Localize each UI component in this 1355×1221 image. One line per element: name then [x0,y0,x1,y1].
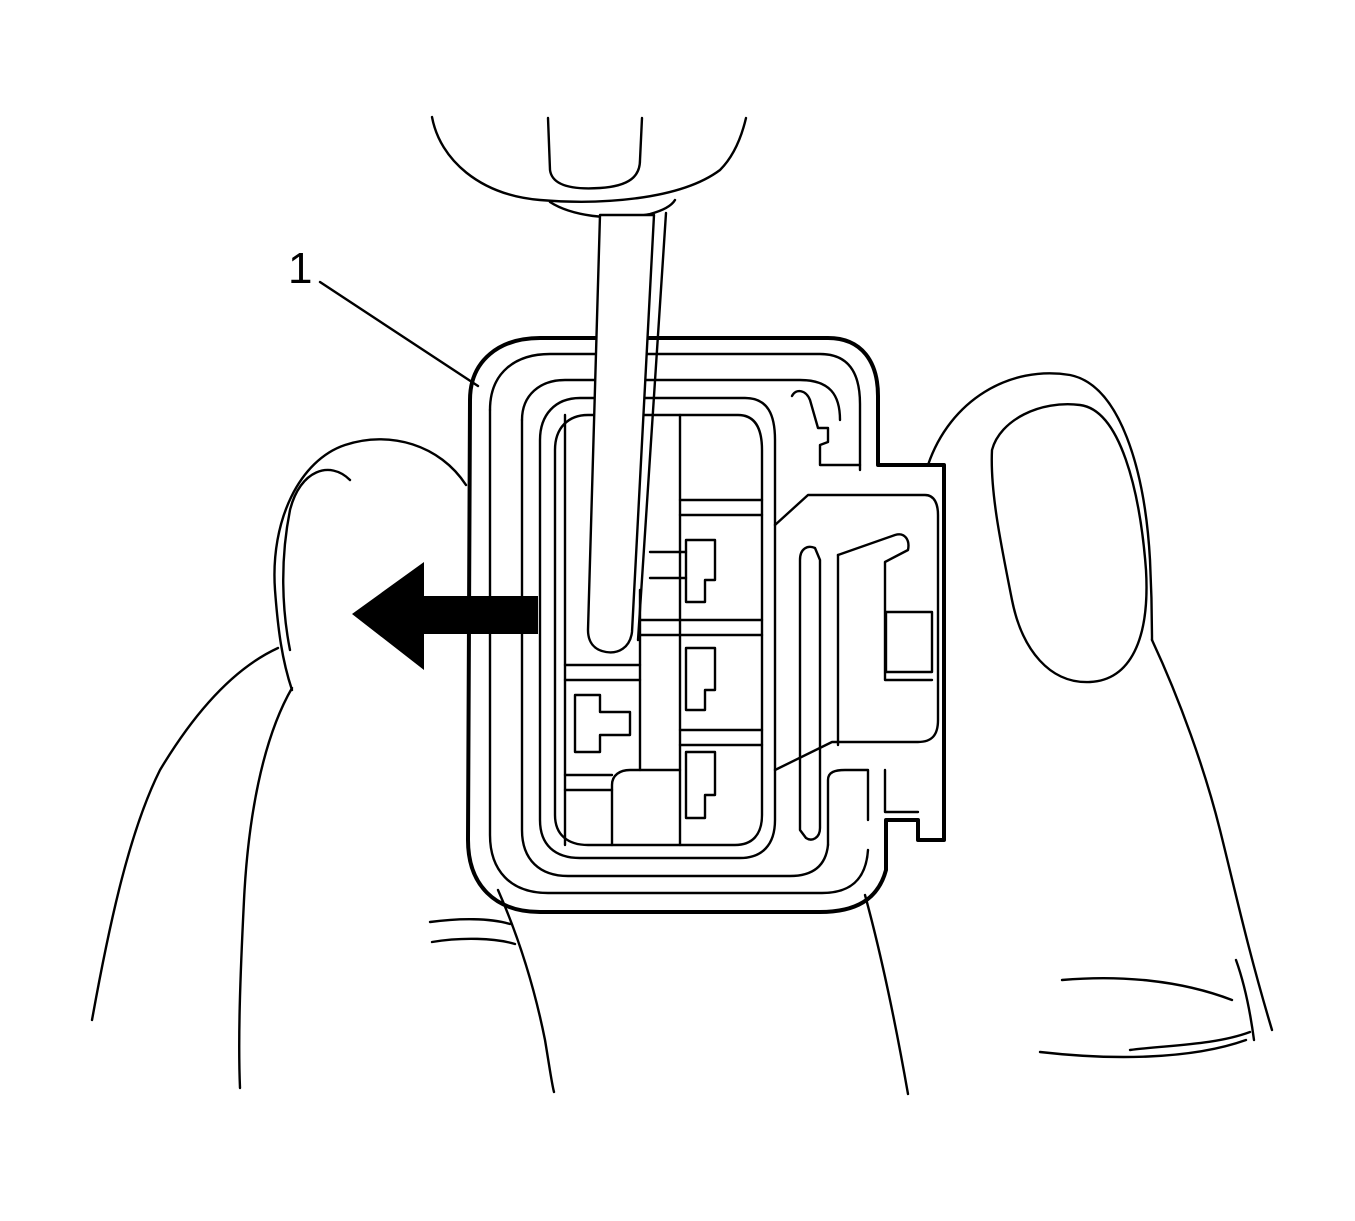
left-finger-crease-2 [430,937,517,946]
lock-tab-upper-notch [790,389,862,467]
side-lock-tab [773,389,940,847]
pick-tool-shaft [586,213,656,654]
callout-leader-line [318,280,480,388]
release-pick-tool [586,211,668,654]
connector-inner-rim [488,352,862,472]
top-finger [430,115,748,219]
right-thumb-outline [926,372,1154,642]
left-thumb-outline [273,438,468,692]
terminal-latch-left [573,693,632,754]
connector-inner-rim-left [488,408,870,895]
terminal-latch-1-stem [648,550,688,580]
top-finger-outline [430,115,748,203]
callout-number-1: 1 [288,244,313,293]
lock-tab-outer [773,493,940,772]
right-thumb-nail [990,403,1148,684]
terminal-block-lower [610,768,682,847]
lock-tab-lower [826,768,870,847]
connector-cavity-outer [520,378,842,422]
lock-tab-lower-right [883,768,920,814]
right-palm-lower [863,893,910,1096]
terminal-cavity-frame [538,396,777,860]
terminal-cavity-inner [553,413,764,847]
right-finger-crease-2 [1038,1038,1248,1059]
right-finger-crease-1 [1060,977,1234,1002]
lock-tab-lever [836,533,934,682]
top-finger-nail [546,116,644,190]
terminal-grid [563,413,764,847]
connector-outer-shell [466,336,946,914]
left-hand [90,438,556,1094]
left-palm-inner [238,686,294,1090]
left-index-finger [496,888,556,1094]
right-palm-outline [1150,638,1274,1032]
pick-tool-edge [636,211,668,642]
right-finger-crease-4 [1234,958,1256,1042]
left-thumb-nail [282,468,352,652]
connector-body [466,336,946,914]
terminal-latch-3 [684,750,717,820]
pull-direction-arrow [352,562,538,670]
connector-cavity-outer-left [520,418,830,878]
terminal-latch-2 [684,646,717,712]
terminal-latch-1 [684,538,717,604]
lock-tab-window [884,610,934,674]
left-palm-upper [90,646,280,1022]
lock-tab-slot [798,545,822,841]
left-finger-crease-1 [428,918,512,926]
right-hand [863,372,1274,1096]
right-finger-crease-3 [1128,1030,1252,1052]
